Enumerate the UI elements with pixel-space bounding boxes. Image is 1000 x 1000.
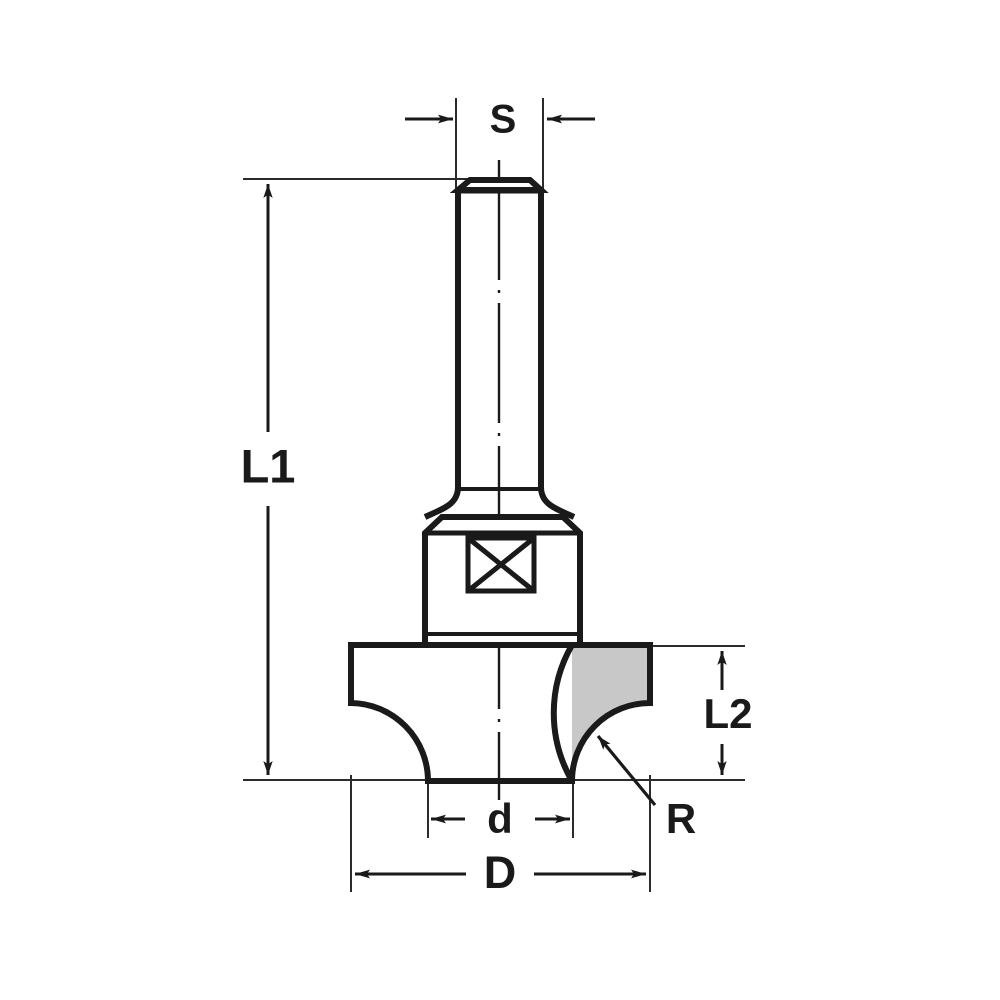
dim-label-S: S (490, 98, 517, 142)
shank-fillet-left (423, 486, 461, 520)
dim-label-d: d (487, 795, 513, 842)
dim-label-R: R (666, 795, 696, 842)
dim-label-L1: L1 (241, 439, 296, 492)
extension-lines (243, 98, 745, 892)
dim-R-leader-line (596, 734, 657, 807)
dimension-d: d (431, 795, 570, 842)
dimension-R: R (596, 734, 696, 842)
cross-section-diagonal-2 (466, 536, 536, 593)
dimension-D: D (355, 847, 646, 898)
dimension-L1: L1 (241, 184, 296, 775)
cross-section-square (465, 535, 537, 594)
shank-fillet-right (538, 486, 576, 520)
dim-label-L2: L2 (703, 690, 752, 737)
dimension-S: S (405, 98, 595, 142)
radius-profile-inner-arc (550, 643, 575, 783)
dimension-L2: L2 (703, 651, 753, 775)
router-bit-body (348, 177, 653, 784)
dim-label-D: D (484, 847, 517, 898)
